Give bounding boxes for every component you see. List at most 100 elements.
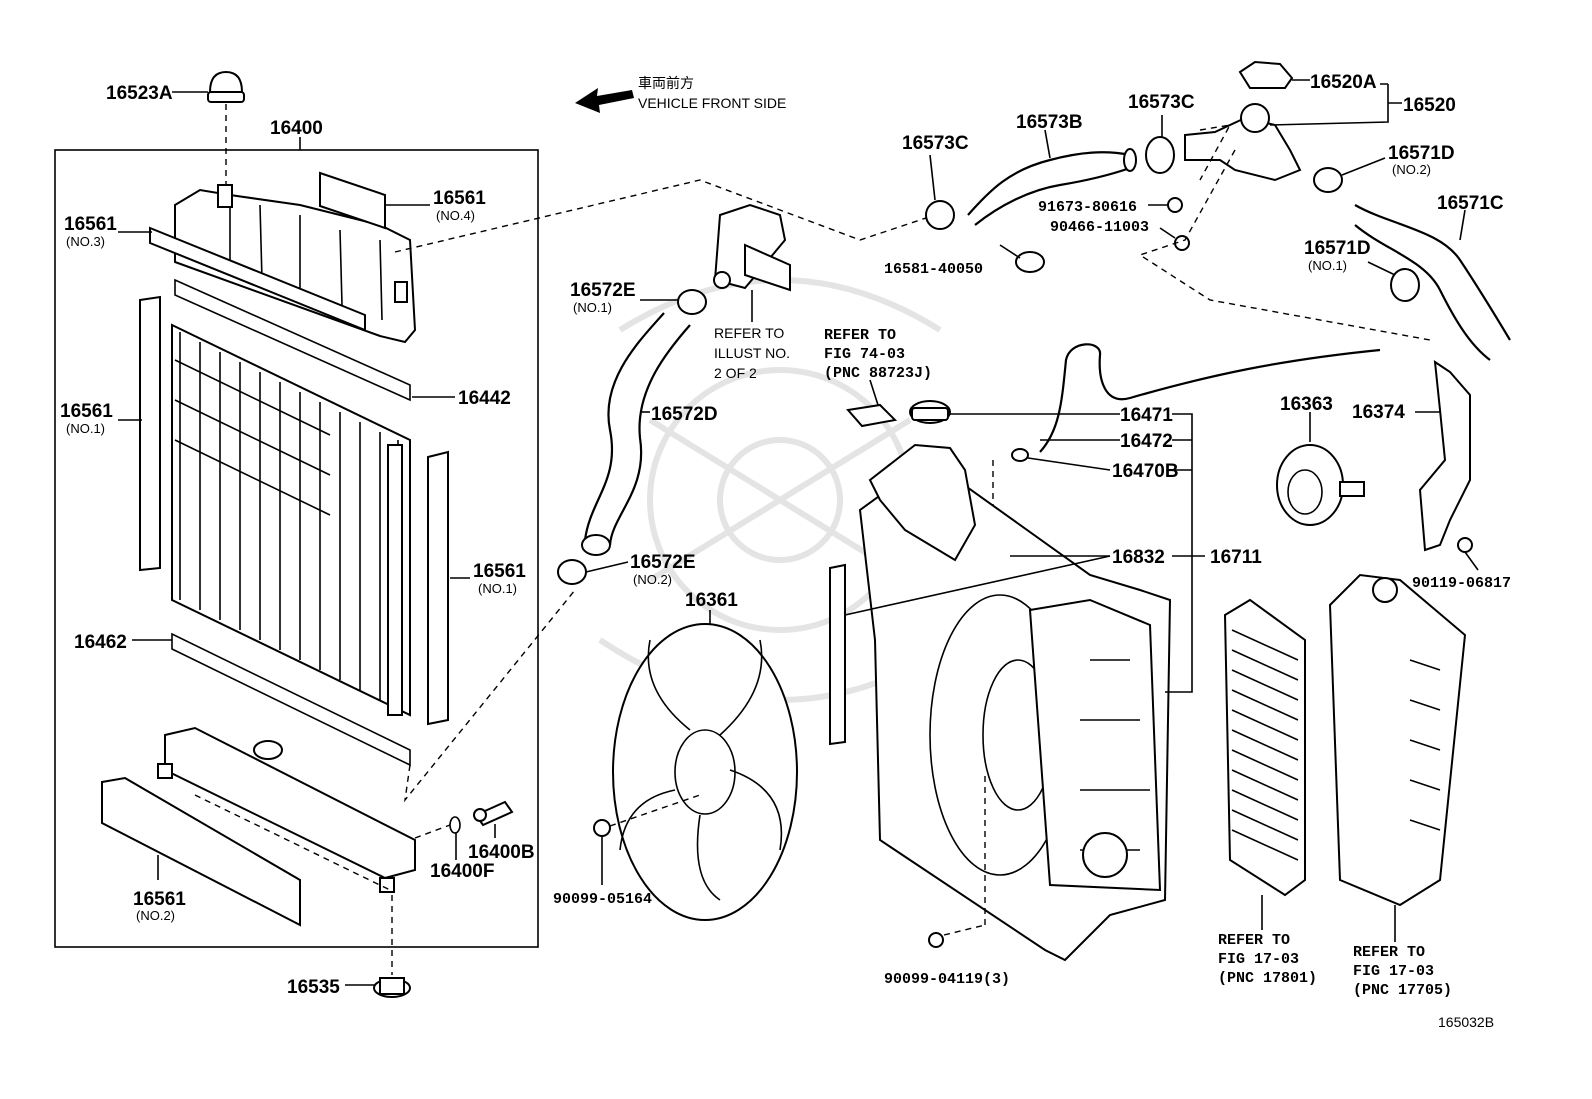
hose-16572D <box>583 312 691 546</box>
radiator-core <box>171 323 411 717</box>
label-90466-11003: 90466-11003 <box>1050 219 1149 236</box>
label-91673-80616: 91673-80616 <box>1038 199 1137 216</box>
label-16462: 16462 <box>74 632 127 653</box>
label-16572E-no1: 16572E <box>570 280 636 301</box>
label-no1-left: (NO.1) <box>66 421 105 436</box>
label-16581-40050: 16581-40050 <box>884 261 983 278</box>
label-90099-05164: 90099-05164 <box>553 891 652 908</box>
label-16472: 16472 <box>1120 431 1173 452</box>
label-16400: 16400 <box>270 118 323 139</box>
label-16571D-no1: 16571D <box>1304 238 1371 259</box>
seal-16561-no4 <box>319 171 386 230</box>
reservoir-tank <box>868 443 977 562</box>
note-refer-illust-3: 2 OF 2 <box>714 365 757 381</box>
label-16573C-left: 16573C <box>902 133 969 154</box>
gasket-16442 <box>174 278 411 402</box>
hose-clip-16470B <box>1011 448 1029 462</box>
figure-code: 165032B <box>1438 1014 1494 1030</box>
label-no1-e: (NO.1) <box>573 300 612 315</box>
seal-16561-no2 <box>101 776 301 927</box>
clamp-16581-40050 <box>999 244 1045 273</box>
label-no4: (NO.4) <box>436 208 475 223</box>
upper-tank <box>174 184 417 344</box>
note-refer-illust-1: REFER TO <box>714 325 784 341</box>
label-16571C: 16571C <box>1437 193 1504 214</box>
label-no3: (NO.3) <box>66 234 105 249</box>
drain-cock-16400B <box>473 800 514 827</box>
air-cleaner-case <box>1328 573 1467 942</box>
direction-jp: 車両前方 <box>638 75 694 91</box>
label-16561-no1-left: 16561 <box>60 401 113 422</box>
note-refer-fig17b-3: (PNC 17705) <box>1353 982 1452 999</box>
clamp-16572E-no2 <box>557 559 629 585</box>
note-refer-fig74-2: FIG 74-03 <box>824 346 905 363</box>
note-refer-illust-2: ILLUST NO. <box>714 345 790 361</box>
bolt-90119-06817 <box>1457 537 1479 571</box>
water-outlet-16520 <box>1184 103 1302 182</box>
vehicle-front-arrow <box>575 88 634 113</box>
label-16561-no1-right: 16561 <box>473 561 526 582</box>
fan-motor-16363 <box>1276 412 1365 526</box>
label-90119-06817: 90119-06817 <box>1412 575 1511 592</box>
cap-16520A <box>1238 60 1310 89</box>
fan-shroud-16711 <box>858 468 1172 962</box>
leaders-reservoir <box>950 413 1205 693</box>
note-refer-fig17b-2: FIG 17-03 <box>1353 963 1434 980</box>
label-16374: 16374 <box>1352 402 1405 423</box>
label-16400B: 16400B <box>468 842 535 863</box>
bolt-91673-80616 <box>1148 197 1183 213</box>
seal-16561-no1-left <box>139 295 161 572</box>
label-16400F: 16400F <box>430 861 494 882</box>
seal-16832 <box>829 563 846 746</box>
label-16523A: 16523A <box>106 83 173 104</box>
air-filter-element <box>1223 598 1306 930</box>
label-16470B: 16470B <box>1112 461 1179 482</box>
reservoir-cap-16471 <box>909 400 951 424</box>
label-16572D: 16572D <box>651 404 718 425</box>
label-16520A: 16520A <box>1310 72 1377 93</box>
clamp-16573C-right <box>1145 115 1175 174</box>
radiator-cap-16523A <box>207 70 245 185</box>
link-dashed-upper <box>394 179 936 253</box>
label-16363: 16363 <box>1280 394 1333 415</box>
note-refer-fig17a-3: (PNC 17801) <box>1218 970 1317 987</box>
label-16471: 16471 <box>1120 405 1173 426</box>
label-16442: 16442 <box>458 388 511 409</box>
clamp-16573C-left <box>925 154 955 230</box>
clamp-16571D-no1 <box>1367 261 1420 302</box>
note-refer-fig17a-2: FIG 17-03 <box>1218 951 1299 968</box>
bolt-90099-04119 <box>928 775 986 948</box>
label-no2-e: (NO.2) <box>633 572 672 587</box>
label-16361: 16361 <box>685 590 738 611</box>
hose-16571C <box>1354 204 1511 361</box>
label-16572E-no2: 16572E <box>630 552 696 573</box>
hose-16573B <box>967 151 1131 226</box>
label-16573B: 16573B <box>1016 112 1083 133</box>
label-16561-no2: 16561 <box>133 889 186 910</box>
seal-16561-no1-right <box>427 450 449 726</box>
label-no2-d: (NO.2) <box>1392 162 1431 177</box>
label-16535: 16535 <box>287 977 340 998</box>
bracket-16374 <box>1415 359 1471 552</box>
label-90099-04119: 90099-04119(3) <box>884 971 1010 988</box>
clamp-16571D-no2 <box>1313 157 1386 193</box>
label-no1-right: (NO.1) <box>478 581 517 596</box>
radiator-assembly-box <box>54 149 539 948</box>
label-16571D-no2: 16571D <box>1388 143 1455 164</box>
label-no2: (NO.2) <box>136 908 175 923</box>
bracket-16520 <box>1269 83 1402 126</box>
hose-16472 <box>1039 343 1381 453</box>
label-16561-no3: 16561 <box>64 214 117 235</box>
label-16573C-right: 16573C <box>1128 92 1195 113</box>
thermostat-housing <box>713 203 791 322</box>
label-16561-no4: 16561 <box>433 188 486 209</box>
label-16711: 16711 <box>1210 547 1262 568</box>
leaders-left <box>118 91 576 986</box>
clamp-16572E-no1 <box>640 289 707 315</box>
note-refer-fig74-1: REFER TO <box>824 327 896 344</box>
drain-plug-16535 <box>373 895 411 998</box>
o-ring-16400F <box>449 816 461 834</box>
label-16832: 16832 <box>1112 547 1165 568</box>
seal-16561-no3 <box>149 226 366 332</box>
